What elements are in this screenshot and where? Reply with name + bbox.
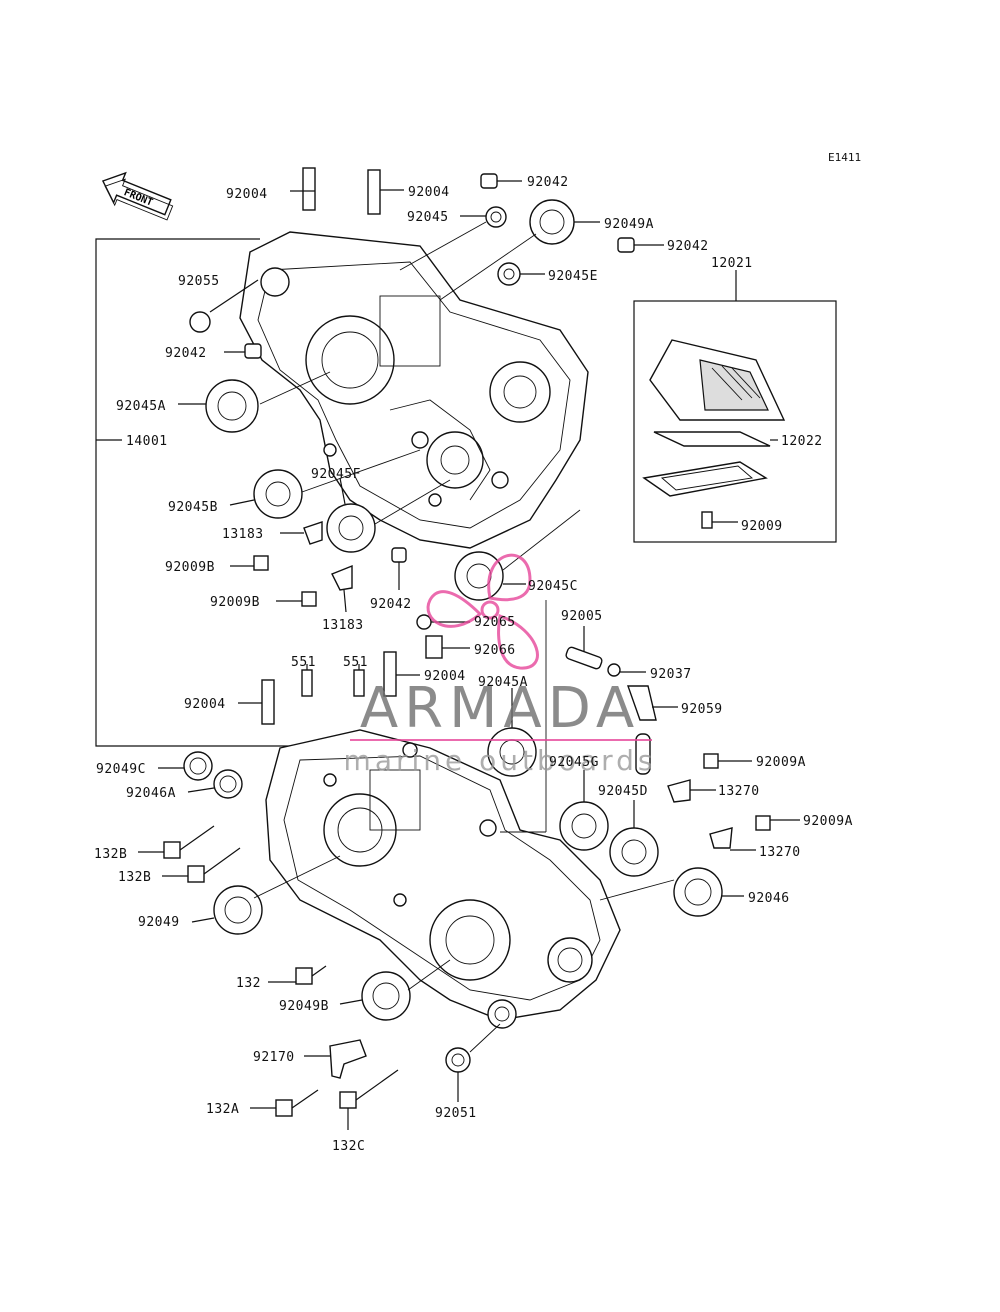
part-label: 92009B: [165, 560, 215, 575]
part-label: 92045D: [598, 784, 648, 799]
upper-crankcase-half: [239, 231, 589, 549]
part-label: 132A: [206, 1102, 239, 1117]
part-label: 92045: [407, 210, 449, 225]
stud-icons: [238, 167, 420, 725]
part-label: 92046: [748, 891, 790, 906]
part-label: 92055: [178, 274, 220, 289]
part-label-layer: 92004 92004 92042 92045 92049A 92042 920…: [94, 175, 853, 1154]
part-label: 12021: [711, 256, 753, 271]
part-label: 92045C: [528, 579, 578, 594]
part-label: 92049: [138, 915, 180, 930]
part-label: 92046A: [126, 786, 176, 801]
part-label: 92009A: [803, 814, 853, 829]
armada-watermark: ARMADA marine outboards: [344, 553, 657, 777]
part-label: 92045A: [478, 675, 528, 690]
part-label: 92005: [561, 609, 603, 624]
part-label: 92066: [474, 643, 516, 658]
part-label: 92004: [226, 187, 268, 202]
crankcase-assembly-bracket: [95, 238, 300, 747]
part-label: 92004: [408, 185, 450, 200]
part-label: 92045A: [116, 399, 166, 414]
part-label: 92009B: [210, 595, 260, 610]
part-label: 13183: [322, 618, 364, 633]
part-label: 92170: [253, 1050, 295, 1065]
part-label: 92065: [474, 615, 516, 630]
diagram-code: E1411: [828, 151, 861, 164]
part-label: 551: [291, 655, 316, 670]
part-label: 92045F: [311, 467, 361, 482]
part-label: 13183: [222, 527, 264, 542]
part-label: 92045B: [168, 500, 218, 515]
leader-lines: [253, 221, 675, 1053]
part-label: 92004: [184, 697, 226, 712]
oil-seal-icons: [158, 751, 744, 1102]
reed-valve-box: [633, 270, 837, 543]
front-arrow-icon: FRONT: [101, 171, 174, 221]
part-label: 92051: [435, 1106, 477, 1121]
part-label: 92009: [741, 519, 783, 534]
part-label: 92049C: [96, 762, 146, 777]
part-label: 92045E: [548, 269, 598, 284]
part-label: 92045G: [549, 755, 599, 770]
bolt-icons: [138, 555, 800, 1130]
part-label: 12022: [781, 434, 823, 449]
dowel-pin-icons: [224, 173, 664, 697]
part-label: 92009A: [756, 755, 806, 770]
fitting-icons: [280, 521, 756, 1079]
part-label: 92049B: [279, 999, 329, 1014]
part-label: 13270: [759, 845, 801, 860]
watermark-tagline: marine outboards: [344, 744, 657, 777]
part-label: 92037: [650, 667, 692, 682]
part-label: 92004: [424, 669, 466, 684]
part-label: 92042: [527, 175, 569, 190]
part-label: 132B: [118, 870, 151, 885]
propeller-logo-icon: [426, 553, 539, 670]
part-label: 14001: [126, 434, 168, 449]
part-label: 551: [343, 655, 368, 670]
part-label: 92042: [667, 239, 709, 254]
part-label: 92042: [165, 346, 207, 361]
part-label: 92059: [681, 702, 723, 717]
part-label: 92049A: [604, 217, 654, 232]
part-label: 92042: [370, 597, 412, 612]
part-label: 132B: [94, 847, 127, 862]
bearing-icons: [178, 199, 659, 877]
lower-crankcase-half: [265, 729, 621, 1021]
part-label: 132C: [332, 1139, 365, 1154]
watermark-brand: ARMADA: [360, 676, 640, 741]
part-label: 132: [236, 976, 261, 991]
part-label: 13270: [718, 784, 760, 799]
